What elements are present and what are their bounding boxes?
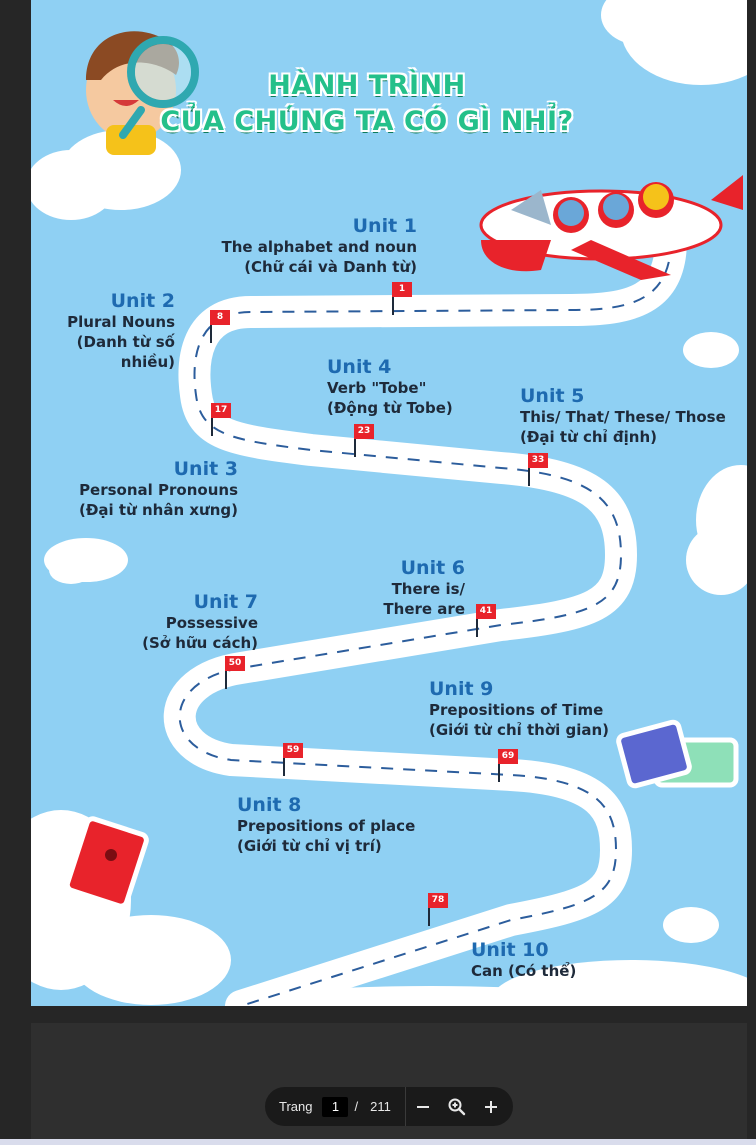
unit-title: Unit 8 bbox=[237, 794, 302, 816]
unit-4-block: Unit 4 Verb "Tobe" (Động từ Tobe) bbox=[327, 357, 453, 418]
unit-desc: (Sở hữu cách) bbox=[142, 634, 258, 652]
unit-9-block: Unit 9 Prepositions of Time (Giới từ chỉ… bbox=[429, 679, 609, 740]
page-separator: / bbox=[354, 1099, 359, 1114]
toolbar-divider bbox=[404, 1087, 406, 1126]
unit-desc: (Đại từ chỉ định) bbox=[520, 428, 658, 446]
unit-title: Unit 10 bbox=[471, 939, 549, 961]
books-illustration bbox=[616, 719, 739, 789]
page-illustration bbox=[31, 0, 747, 1006]
kid-illustration bbox=[86, 31, 199, 155]
unit-desc: Possessive bbox=[165, 614, 258, 632]
lesson-flag: 41 bbox=[476, 604, 496, 637]
lesson-flag: 23 bbox=[354, 424, 374, 457]
unit-5-block: Unit 5 This/ That/ These/ Those (Đại từ … bbox=[520, 386, 726, 447]
unit-title: Unit 1 bbox=[352, 215, 417, 237]
unit-desc: There are bbox=[383, 600, 465, 618]
unit-title: Unit 9 bbox=[429, 678, 494, 700]
document-page-2 bbox=[31, 1023, 747, 1145]
unit-desc: Personal Pronouns bbox=[79, 481, 238, 499]
unit-title: Unit 2 bbox=[110, 290, 175, 312]
zoom-in-icon bbox=[484, 1100, 497, 1113]
unit-3-block: Unit 3 Personal Pronouns (Đại từ nhân xư… bbox=[79, 459, 238, 520]
zoom-out-button[interactable] bbox=[406, 1087, 440, 1126]
unit-desc: The alphabet and noun bbox=[221, 238, 417, 256]
window-bottom-edge bbox=[0, 1139, 756, 1145]
unit-1-block: Unit 1 The alphabet and noun (Chữ cái và… bbox=[221, 216, 417, 277]
document-page-1: HÀNH TRÌNH CỦA CHÚNG TA CÓ GÌ NHỈ? Unit … bbox=[31, 0, 747, 1006]
unit-desc: This/ That/ These/ Those bbox=[520, 408, 726, 426]
sharpener-illustration bbox=[64, 816, 149, 909]
lesson-flag: 8 bbox=[210, 310, 230, 343]
lesson-flag: 78 bbox=[428, 893, 448, 926]
zoom-in-button[interactable] bbox=[474, 1087, 508, 1126]
document-title-line-2: CỦA CHÚNG TA CÓ GÌ NHỈ? bbox=[160, 106, 574, 137]
lesson-flag: 17 bbox=[211, 403, 231, 436]
zoom-reset-button[interactable] bbox=[440, 1087, 474, 1126]
unit-title: Unit 6 bbox=[400, 557, 465, 579]
unit-title: Unit 4 bbox=[327, 356, 392, 378]
unit-desc: (Chữ cái và Danh từ) bbox=[244, 258, 417, 276]
unit-title: Unit 5 bbox=[520, 385, 585, 407]
unit-desc: (Giới từ chỉ thời gian) bbox=[429, 721, 610, 739]
page-label: Trang bbox=[279, 1099, 313, 1114]
total-pages: 211 bbox=[370, 1099, 391, 1114]
lesson-flag: 33 bbox=[528, 453, 548, 486]
unit-desc: Prepositions of Time bbox=[429, 701, 604, 719]
zoom-out-icon bbox=[416, 1105, 429, 1108]
unit-desc: Plural Nouns bbox=[67, 313, 175, 331]
lesson-flag: 69 bbox=[498, 749, 518, 782]
unit-desc: (Giới từ chỉ vị trí) bbox=[237, 837, 382, 855]
unit-6-block: Unit 6 There is/ There are bbox=[383, 558, 465, 619]
lesson-flag: 59 bbox=[283, 743, 303, 776]
unit-10-block: Unit 10 Can (Có thể) bbox=[471, 940, 576, 981]
lesson-flag: 1 bbox=[392, 282, 412, 315]
lesson-flag: 50 bbox=[225, 656, 245, 689]
unit-desc: (Danh từ số bbox=[76, 333, 175, 351]
airplane-illustration bbox=[479, 175, 743, 280]
unit-8-block: Unit 8 Prepositions of place (Giới từ ch… bbox=[237, 795, 415, 856]
page-number-input[interactable]: 1 bbox=[322, 1096, 349, 1117]
zoom-reset-icon bbox=[448, 1098, 466, 1115]
unit-desc: Can (Có thể) bbox=[471, 962, 577, 980]
unit-desc: (Động từ Tobe) bbox=[327, 399, 453, 417]
unit-desc: There is/ bbox=[391, 580, 465, 598]
page-toolbar: Trang 1 / 211 bbox=[265, 1087, 513, 1126]
unit-title: Unit 3 bbox=[173, 458, 238, 480]
unit-7-block: Unit 7 Possessive (Sở hữu cách) bbox=[142, 592, 258, 653]
unit-2-block: Unit 2 Plural Nouns (Danh từ số nhiều) bbox=[67, 291, 175, 372]
unit-desc: (Đại từ nhân xưng) bbox=[79, 501, 238, 519]
unit-title: Unit 7 bbox=[193, 591, 258, 613]
unit-desc: nhiều) bbox=[120, 353, 175, 371]
unit-desc: Verb "Tobe" bbox=[327, 379, 427, 397]
document-title-line-1: HÀNH TRÌNH bbox=[268, 70, 466, 101]
unit-desc: Prepositions of place bbox=[237, 817, 416, 835]
